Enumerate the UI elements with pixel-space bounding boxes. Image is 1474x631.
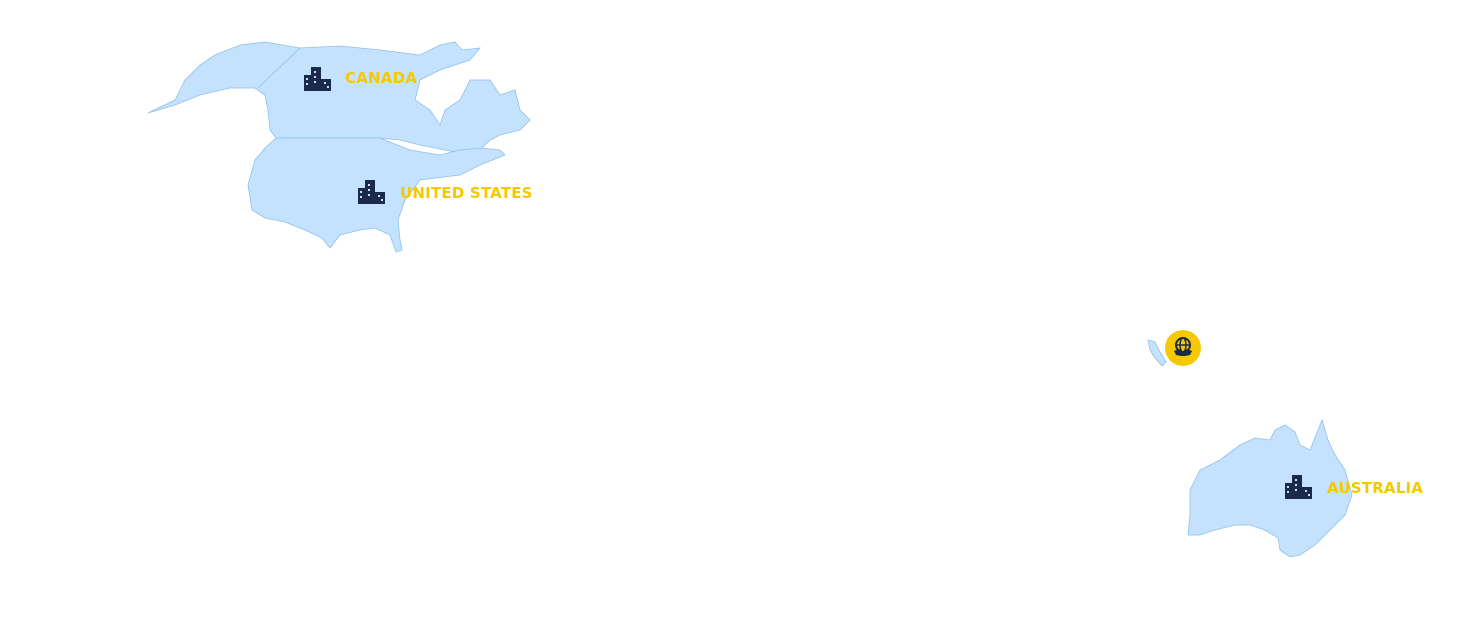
globe-handshake-icon — [1174, 337, 1192, 356]
alaska-border — [257, 47, 301, 89]
region-australia[interactable] — [1187, 418, 1353, 558]
hub-marker[interactable] — [1165, 330, 1201, 366]
office-building-icon — [304, 67, 331, 91]
region-canada[interactable] — [147, 41, 531, 156]
office-building-icon — [1285, 475, 1312, 499]
office-building-icon — [358, 180, 385, 204]
region-malay-peninsula — [1147, 339, 1167, 367]
location-label-canada: CANADA — [345, 69, 418, 87]
location-label-united-states: UNITED STATES — [400, 184, 533, 202]
location-label-australia: AUSTRALIA — [1327, 479, 1424, 497]
